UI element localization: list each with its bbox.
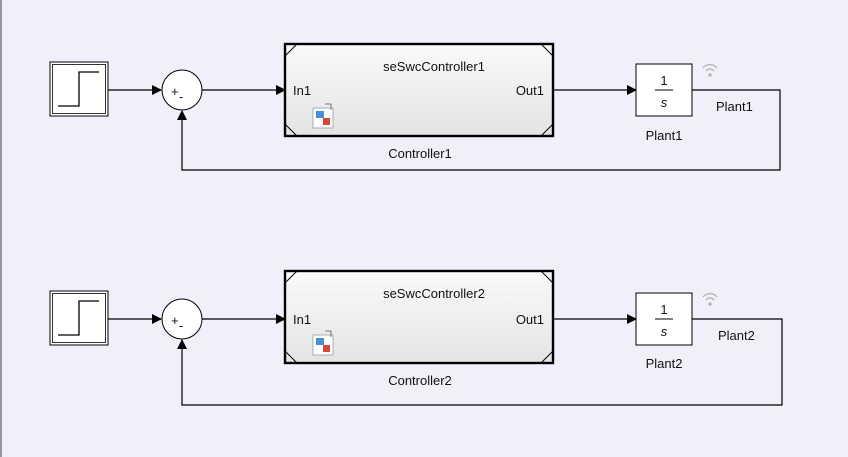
signal-label: Plant1 bbox=[716, 99, 753, 114]
model-reference-badge-icon bbox=[312, 330, 334, 356]
integrator-block-2[interactable]: 1 s bbox=[635, 292, 693, 346]
feedback-line[interactable] bbox=[177, 318, 783, 406]
controller-name-label: Controller2 bbox=[388, 373, 452, 388]
controller-model-block-1[interactable]: seSwcController1 In1 Out1 bbox=[283, 42, 555, 138]
sum-plus-sign: + bbox=[171, 84, 179, 99]
sum-block-2[interactable]: + - bbox=[161, 298, 203, 340]
sum-minus-sign: - bbox=[179, 89, 183, 104]
out-port-label: Out1 bbox=[516, 312, 544, 327]
step-icon bbox=[58, 300, 99, 336]
model-reference-badge-icon bbox=[312, 103, 334, 129]
model-reference-label: seSwcController2 bbox=[383, 286, 485, 301]
controller-name-label: Controller1 bbox=[388, 146, 452, 161]
control-loop-2: + - seSwcController2 In1 Out1 Controller… bbox=[49, 269, 783, 406]
sum-block-1[interactable]: + - bbox=[161, 69, 203, 111]
control-loop-1: + - seSwcController1 In1 Out1 Controller… bbox=[49, 42, 781, 171]
integrator-numerator: 1 bbox=[660, 302, 667, 317]
out-port-label: Out1 bbox=[516, 83, 544, 98]
sum-plus-sign: + bbox=[171, 313, 179, 328]
controller-model-block-2[interactable]: seSwcController2 In1 Out1 bbox=[283, 269, 555, 365]
in-port-label: In1 bbox=[293, 312, 311, 327]
signal-logging-icon bbox=[702, 64, 718, 77]
sum-minus-sign: - bbox=[179, 318, 183, 333]
integrator-denominator: s bbox=[661, 324, 668, 339]
step-icon bbox=[58, 71, 99, 107]
in-port-label: In1 bbox=[293, 83, 311, 98]
integrator-denominator: s bbox=[661, 95, 668, 110]
plant-name-label: Plant1 bbox=[646, 128, 683, 143]
signal-logging-icon bbox=[702, 293, 718, 306]
integrator-numerator: 1 bbox=[660, 73, 667, 88]
step-block-2[interactable] bbox=[49, 290, 109, 346]
feedback-line[interactable] bbox=[177, 89, 781, 171]
integrator-block-1[interactable]: 1 s bbox=[635, 63, 693, 117]
step-block-1[interactable] bbox=[49, 61, 109, 117]
signal-label: Plant2 bbox=[718, 328, 755, 343]
plant-name-label: Plant2 bbox=[646, 356, 683, 371]
model-reference-label: seSwcController1 bbox=[383, 59, 485, 74]
